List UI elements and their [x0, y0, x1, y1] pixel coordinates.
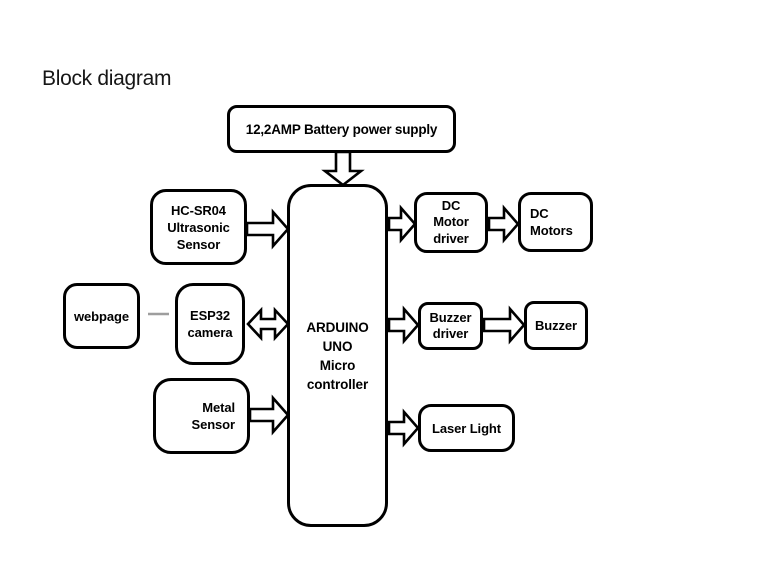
node-webpage: webpage	[63, 283, 140, 349]
node-buzzer: Buzzer	[524, 301, 588, 350]
arrow-arduino-to-dc-motor-driver	[387, 204, 417, 244]
node-laser-light: Laser Light	[418, 404, 515, 452]
node-dc-motor-driver: DC Motor driver	[414, 192, 488, 253]
double-arrow-esp32-arduino	[246, 306, 290, 342]
node-webpage-label: webpage	[74, 308, 129, 324]
node-dc-motors: DC Motors	[518, 192, 593, 252]
node-battery-power-supply: 12,2AMP Battery power supply	[227, 105, 456, 153]
arrow-arduino-to-laser-light	[387, 408, 420, 448]
node-hcsr04-label: HC-SR04 Ultrasonic Sensor	[167, 202, 230, 252]
arrow-battery-to-arduino	[321, 150, 365, 187]
arrow-buzzer-driver-to-buzzer	[482, 305, 526, 345]
arrow-dc-motor-driver-to-dc-motors	[487, 204, 520, 244]
node-buzzer-driver: Buzzer driver	[418, 302, 483, 350]
node-arduino-uno-microcontroller: ARDUINO UNO Micro controller	[287, 184, 388, 527]
node-hcsr04-ultrasonic-sensor: HC-SR04 Ultrasonic Sensor	[150, 189, 247, 265]
arrow-hcsr04-to-arduino	[245, 208, 290, 250]
page-title: Block diagram	[42, 67, 172, 90]
node-esp32-camera: ESP32 camera	[175, 283, 245, 365]
node-battery-label: 12,2AMP Battery power supply	[245, 121, 438, 137]
node-buzzer-driver-label: Buzzer driver	[429, 310, 472, 341]
node-arduino-label: ARDUINO UNO Micro controller	[306, 319, 369, 392]
arrow-arduino-to-buzzer-driver	[387, 305, 420, 345]
node-esp32-label: ESP32 camera	[187, 308, 233, 340]
node-metal-sensor: Metal Sensor	[153, 378, 250, 454]
node-laser-light-label: Laser Light	[432, 420, 501, 436]
node-buzzer-label: Buzzer	[534, 318, 578, 333]
arrow-metal-to-arduino	[248, 394, 290, 436]
node-dc-motor-driver-label: DC Motor driver	[433, 197, 469, 246]
node-dc-motors-label: DC Motors	[530, 206, 573, 238]
node-metal-label: Metal Sensor	[191, 400, 236, 432]
